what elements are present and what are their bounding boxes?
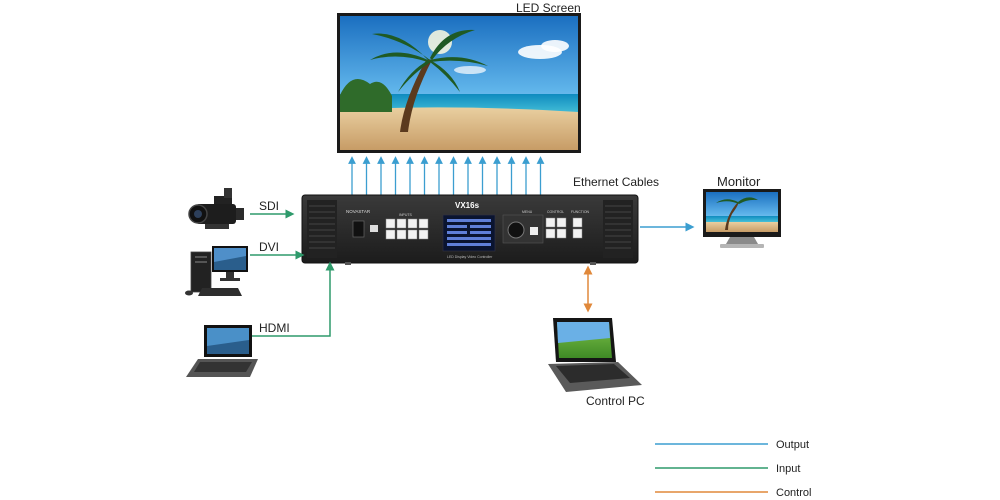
ethernet-cables-label: Ethernet Cables	[573, 175, 659, 189]
control-pc-label: Control PC	[586, 394, 645, 408]
control-pc-laptop-icon	[548, 318, 642, 392]
back-button	[530, 227, 538, 235]
input-button-grid	[385, 218, 429, 240]
monitor-label: Monitor	[717, 174, 761, 189]
legend-control-label: Control	[776, 487, 811, 499]
device-brand: NOVASTAR	[346, 209, 371, 214]
menu-section-label: MENU	[522, 210, 533, 214]
desktop-computer-icon	[185, 246, 248, 296]
led-screen-icon	[337, 13, 581, 153]
output-cable-group	[348, 156, 545, 195]
power-switch	[352, 220, 365, 238]
control-button-grid	[545, 217, 583, 239]
left-vent	[307, 200, 337, 258]
dvi-label: DVI	[259, 240, 279, 254]
menu-knob	[507, 221, 525, 239]
hdmi-label: HDMI	[259, 321, 290, 335]
right-vent	[603, 200, 633, 258]
inputs-section-label: INPUTS	[399, 213, 413, 217]
hdmi-input-cable	[252, 261, 335, 337]
video-camera-icon	[188, 188, 244, 229]
legend-output-label: Output	[776, 439, 809, 451]
control-section-label: CONTROL	[547, 210, 564, 214]
function-section-label: FUNCTION	[571, 210, 590, 214]
sdi-label: SDI	[259, 199, 279, 213]
device-subtitle: LED Display Video Controller	[447, 255, 493, 259]
led-screen-label: LED Screen	[516, 1, 581, 15]
laptop-icon	[186, 325, 258, 377]
usb-port	[370, 225, 378, 232]
device-model: VX16s	[455, 201, 480, 210]
legend-input-label: Input	[776, 463, 800, 475]
controller-device: NOVASTAR VX16s LED Display Video Control…	[301, 194, 639, 265]
legend: Output Input Control	[655, 439, 811, 499]
monitor-icon	[703, 189, 781, 248]
